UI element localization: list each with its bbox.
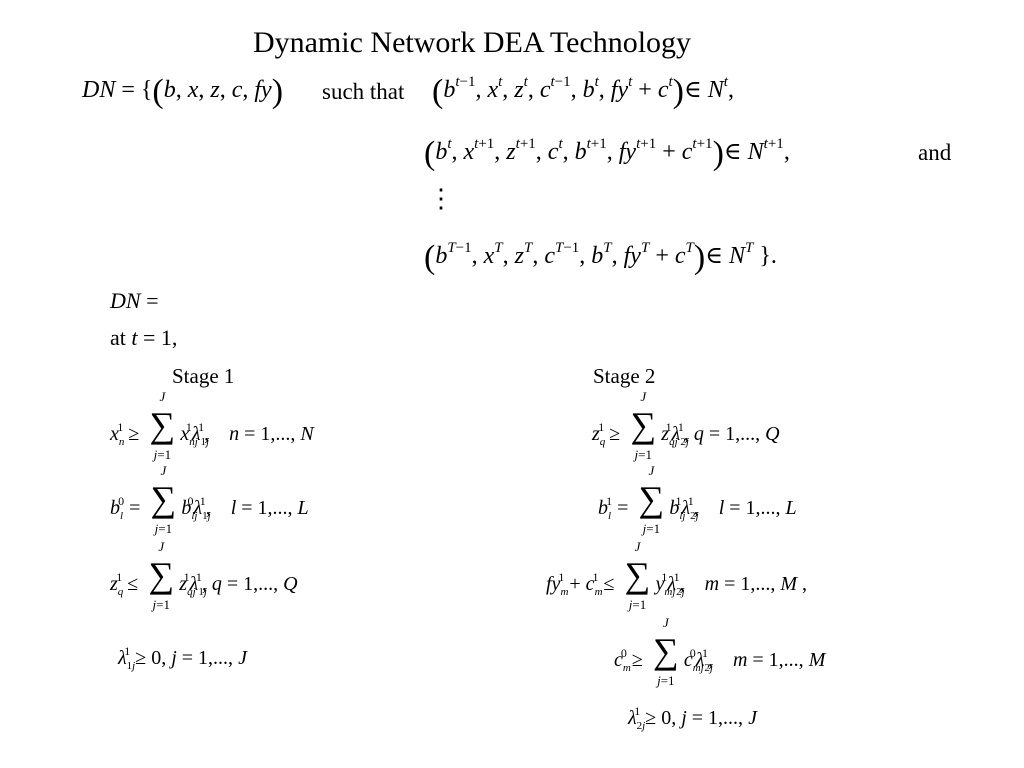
vertical-ellipsis: ⋮ bbox=[428, 184, 454, 213]
slide-title: Dynamic Network DEA Technology bbox=[252, 26, 692, 59]
stage-1-heading: Stage 1 bbox=[172, 364, 235, 388]
definition-row-1: DN = {(b, x, z, c, fy) bbox=[82, 73, 284, 110]
stage-2-lambda-constraint: λ2j1 ≥ 0, j = 1,..., J bbox=[628, 704, 757, 732]
definition-tuple-1: (bt−1, xt, zt, ct−1, bt, fyt + ct)∈ Nt, bbox=[432, 73, 734, 110]
such-that-text: such that bbox=[322, 79, 405, 104]
definition-tuple-2: (bt, xt+1, zt+1, ct, bt+1, fyt+1 + ct+1)… bbox=[424, 135, 790, 172]
and-text: and bbox=[918, 140, 952, 165]
stage-1-lambda-constraint: λ1j1 ≥ 0, j = 1,..., J bbox=[118, 644, 247, 672]
at-t-label: at t = 1, bbox=[110, 325, 178, 350]
definition-tuple-T: (bT−1, xT, zT, cT−1, bT, fyT + cT)∈ NT }… bbox=[424, 239, 777, 276]
stage-2-heading: Stage 2 bbox=[593, 364, 656, 388]
dn-label: DN = bbox=[110, 288, 159, 313]
